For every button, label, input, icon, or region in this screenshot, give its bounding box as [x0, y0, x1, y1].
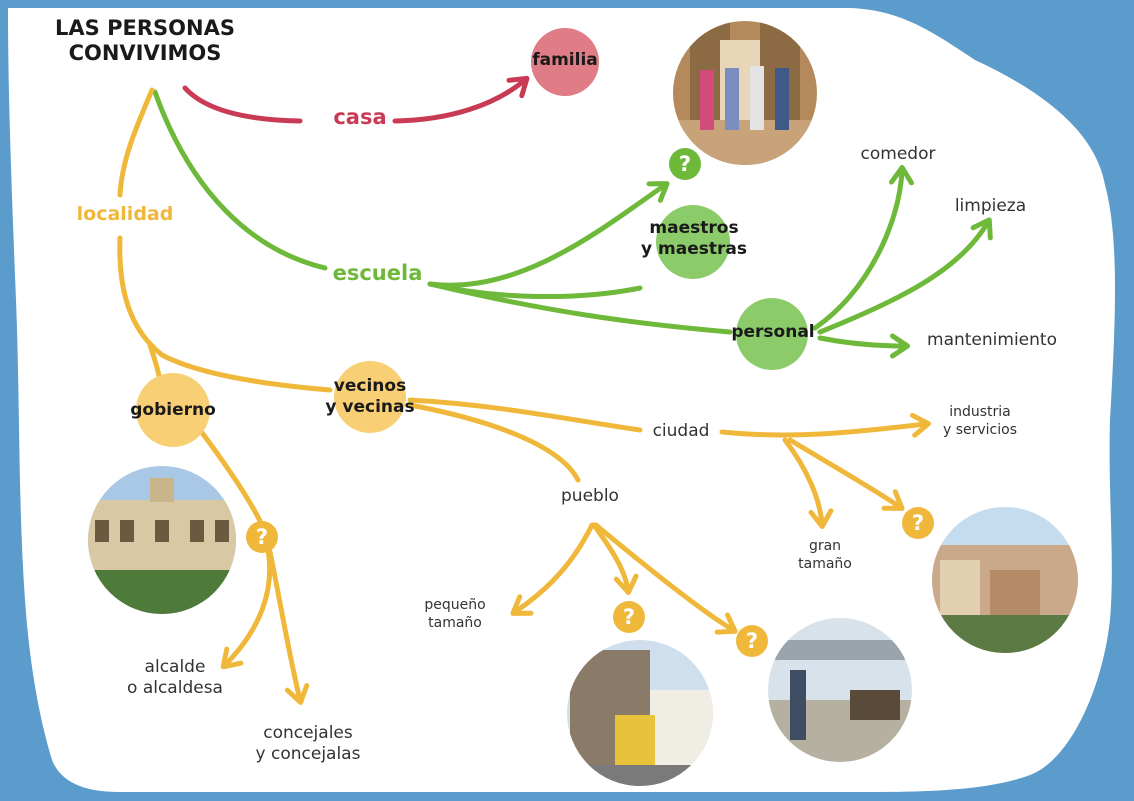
maestros-circle: [656, 205, 730, 279]
familia-circle: [531, 28, 599, 96]
escuela-to-personal: [427, 281, 733, 335]
ciudad-label: ciudad: [652, 421, 710, 441]
question-badge-ciudad: ?: [902, 507, 934, 539]
vecinos-to-ciudad: [407, 397, 643, 433]
village-houses-photo: [567, 640, 713, 786]
industria-label: industria y servicios: [942, 404, 1018, 438]
localidad-to-vecinos: [159, 352, 333, 393]
ciudad-to-question: [787, 437, 905, 511]
casa-link: [182, 85, 303, 124]
personal-to-comedor: [812, 165, 914, 331]
casa-label: casa: [333, 105, 387, 129]
question-badge-escuela: ?: [669, 148, 701, 180]
familia-label: familia: [532, 50, 598, 70]
maestros-label: maestros y maestras: [641, 218, 747, 260]
school-students-photo: [673, 21, 817, 165]
question-badge-pueblo-right: ?: [736, 625, 768, 657]
escuela-to-question: [427, 181, 670, 288]
escuela-link: [152, 89, 328, 271]
personal-label: personal: [731, 322, 815, 342]
personal-to-limpieza: [817, 217, 993, 335]
localidad-label: localidad: [76, 203, 174, 225]
pueblo-label: pueblo: [561, 486, 619, 506]
white-card: [8, 8, 1115, 792]
limpieza-label: limpieza: [954, 196, 1027, 216]
page-title: LAS PERSONAS CONVIVIMOS: [55, 16, 235, 65]
ciudad-to-industria: [719, 412, 931, 438]
question-badge-gobierno: ?: [246, 521, 278, 553]
vecinos-label: vecinos y vecinas: [325, 376, 415, 418]
alcalde-label: alcalde o alcaldesa: [127, 657, 223, 699]
question-badge-pueblo-left: ?: [613, 601, 645, 633]
ciudad-to-gran-tamano: [782, 437, 834, 529]
pueblo-to-question-left: [591, 522, 639, 595]
localidad-link-upper: [117, 87, 155, 198]
vecinos-circle: [334, 361, 406, 433]
pueblo-to-question-right: [593, 522, 738, 635]
casa-arrow: [392, 75, 530, 124]
gobierno-circle: [136, 373, 210, 447]
gobierno-to-alcalde: [220, 547, 273, 670]
personal-circle: [736, 298, 808, 370]
pequeno-tamano-label: pequeño tamaño: [424, 597, 486, 631]
vecinos-to-pueblo: [407, 402, 581, 483]
gobierno-to-question: [197, 427, 265, 528]
personal-to-mantenimiento: [817, 333, 910, 359]
comedor-label: comedor: [860, 144, 936, 164]
concejales-label: concejales y concejalas: [255, 723, 361, 765]
gran-tamano-label: gran tamaño: [798, 538, 852, 572]
gobierno-label: gobierno: [130, 400, 216, 420]
mantenimiento-label: mantenimiento: [927, 330, 1057, 350]
gobierno-to-concejales: [267, 549, 310, 705]
pueblo-to-pequeno: [510, 522, 595, 616]
escuela-label: escuela: [332, 261, 423, 285]
